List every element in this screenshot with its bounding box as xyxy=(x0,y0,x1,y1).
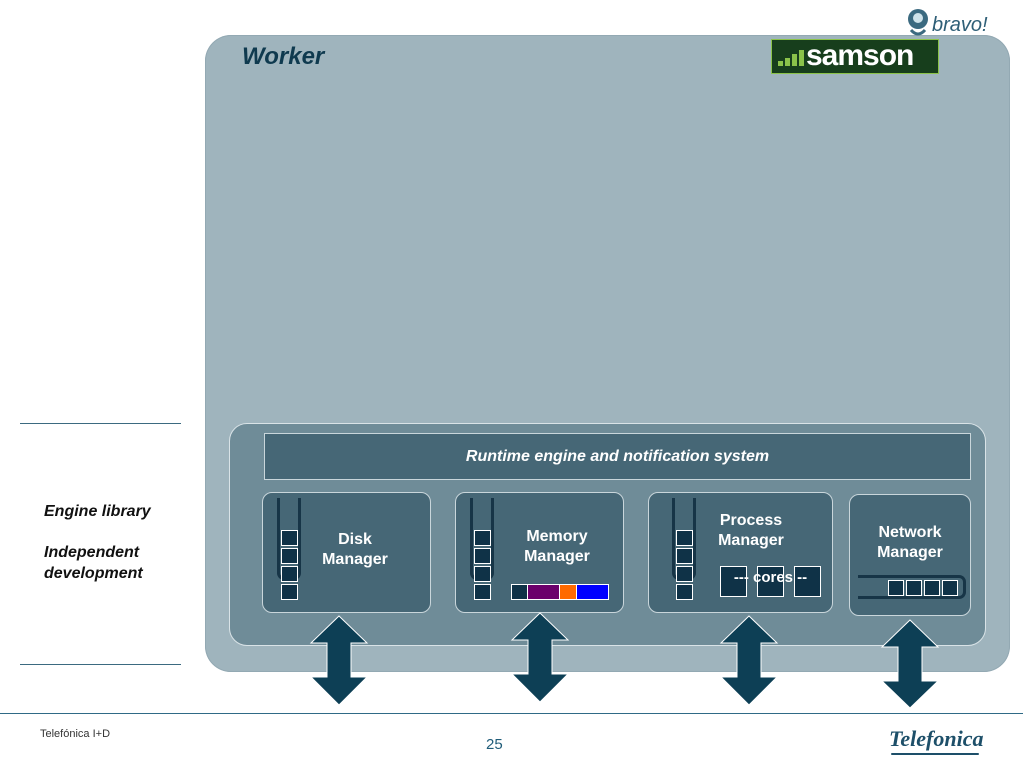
process-core xyxy=(720,566,747,597)
footer-divider xyxy=(0,713,1023,714)
bravo-logo: bravo! xyxy=(905,8,995,40)
memory-manager-label-line2: Manager xyxy=(524,548,590,565)
disk-slot xyxy=(281,548,298,564)
memory-slot xyxy=(474,566,491,582)
side-bottom-divider xyxy=(20,664,181,665)
footer-left-text: Telefónica I+D xyxy=(40,728,111,740)
process-manager-label-line2: Manager xyxy=(718,532,784,549)
memory-manager-label-line1: Memory xyxy=(526,528,588,545)
network-slot xyxy=(906,580,922,596)
samson-logo-text: samson xyxy=(806,39,914,72)
disk-slot xyxy=(281,584,298,600)
bravo-pin-icon xyxy=(908,9,928,36)
disk-slot xyxy=(281,566,298,582)
process-manager-label: Process Manager xyxy=(701,511,801,551)
memory-slot xyxy=(474,548,491,564)
process-slot xyxy=(676,530,693,546)
disk-manager-label: Disk Manager xyxy=(310,530,400,570)
memory-double-arrow xyxy=(510,612,570,703)
samson-bars-icon xyxy=(778,50,804,66)
bravo-logo-text: bravo! xyxy=(932,14,988,36)
network-manager-label: Network Manager xyxy=(855,523,965,563)
network-rail xyxy=(858,575,966,599)
disk-double-arrow xyxy=(309,615,369,706)
memory-slot xyxy=(474,530,491,546)
telefonica-logo: Telefonica xyxy=(885,724,985,760)
side-note-engine-library: Engine library xyxy=(44,503,151,520)
disk-slot xyxy=(281,530,298,546)
process-slot xyxy=(676,584,693,600)
process-slot xyxy=(676,548,693,564)
page-number: 25 xyxy=(486,736,503,753)
telefonica-logo-text: Telefonica xyxy=(889,726,984,751)
runtime-engine-label: Runtime engine and notification system xyxy=(465,447,770,465)
slide-title: Worker xyxy=(242,43,325,70)
memory-block xyxy=(576,584,609,600)
side-top-divider xyxy=(20,423,181,424)
process-double-arrow xyxy=(719,615,779,706)
network-manager-label-line2: Manager xyxy=(877,544,943,561)
runtime-engine-bar: Runtime engine and notification system xyxy=(264,433,971,480)
memory-slot xyxy=(474,584,491,600)
network-slot xyxy=(924,580,940,596)
disk-manager-label-line2: Manager xyxy=(322,551,388,568)
disk-manager-label-line1: Disk xyxy=(338,531,372,548)
network-manager-label-line1: Network xyxy=(878,524,942,541)
samson-logo: samson xyxy=(771,39,939,74)
process-core xyxy=(794,566,821,597)
process-core xyxy=(757,566,784,597)
network-double-arrow xyxy=(880,619,940,709)
process-manager-label-line1: Process xyxy=(719,512,783,529)
process-cores-label: --- cores -- xyxy=(733,569,808,586)
side-note-independent: Independent xyxy=(44,544,140,561)
process-slot xyxy=(676,566,693,582)
network-slot xyxy=(942,580,958,596)
memory-manager-label: Memory Manager xyxy=(507,527,607,567)
network-slot xyxy=(888,580,904,596)
telefonica-logo-swoosh xyxy=(891,753,979,755)
side-note-development: development xyxy=(44,565,143,582)
